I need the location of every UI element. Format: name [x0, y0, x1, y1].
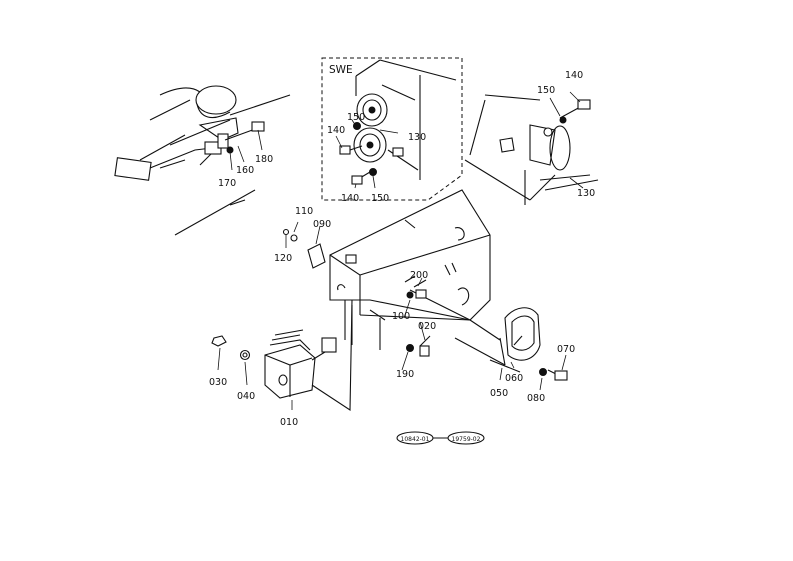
label-130-inset: 130	[408, 132, 426, 143]
label-100: 100	[392, 311, 410, 322]
label-200: 200	[410, 270, 428, 281]
connector-010	[321, 337, 337, 353]
label-060: 060	[505, 373, 523, 384]
serial-from: 10842-01	[401, 436, 430, 443]
label-020: 020	[418, 321, 436, 332]
label-010: 010	[280, 417, 298, 428]
label-110: 110	[295, 206, 313, 217]
swe-label: SWE	[329, 64, 353, 76]
lower-right-cover	[489, 307, 568, 391]
bolt-070	[554, 370, 568, 381]
label-170: 170	[218, 178, 236, 189]
label-160: 160	[236, 165, 254, 176]
swe-inset: SWE	[321, 57, 463, 201]
parts-090-110-120	[282, 221, 326, 269]
relay-box	[114, 157, 152, 181]
label-070: 070	[557, 344, 575, 355]
parts-190-020	[401, 321, 431, 371]
label-150-right: 150	[537, 85, 555, 96]
label-140-right: 140	[565, 70, 583, 81]
label-190: 190	[396, 369, 414, 380]
label-120: 120	[274, 253, 292, 264]
serial-to-badge	[447, 431, 485, 445]
label-030: 030	[209, 377, 227, 388]
lower-left-module	[211, 299, 353, 412]
horn-130	[549, 125, 571, 171]
center-bracket	[329, 189, 506, 366]
bolt-180-head	[251, 121, 265, 132]
upper-right-horn	[464, 91, 599, 205]
serial-range-marker: 10842-01 19759-02	[396, 431, 485, 445]
label-150-inset-bottom: 150	[371, 193, 389, 204]
label-050: 050	[490, 388, 508, 399]
label-130-right: 130	[577, 188, 595, 199]
part-labels: 180 160 170 150 140 130 140 150 140 150 …	[209, 70, 595, 428]
serial-to: 19759-02	[452, 436, 481, 443]
bolt-020	[419, 345, 430, 357]
label-150-inset-top: 150	[347, 112, 365, 123]
label-040: 040	[237, 391, 255, 402]
upper-left-assembly	[114, 85, 291, 236]
label-180: 180	[255, 154, 273, 165]
nut-030	[211, 335, 227, 347]
bolt-140	[577, 99, 591, 110]
part-090	[307, 243, 326, 269]
label-090: 090	[313, 219, 331, 230]
label-140-inset-bottom: 140	[341, 193, 359, 204]
washer-080	[539, 368, 547, 376]
label-140-inset: 140	[327, 125, 345, 136]
label-080: 080	[527, 393, 545, 404]
